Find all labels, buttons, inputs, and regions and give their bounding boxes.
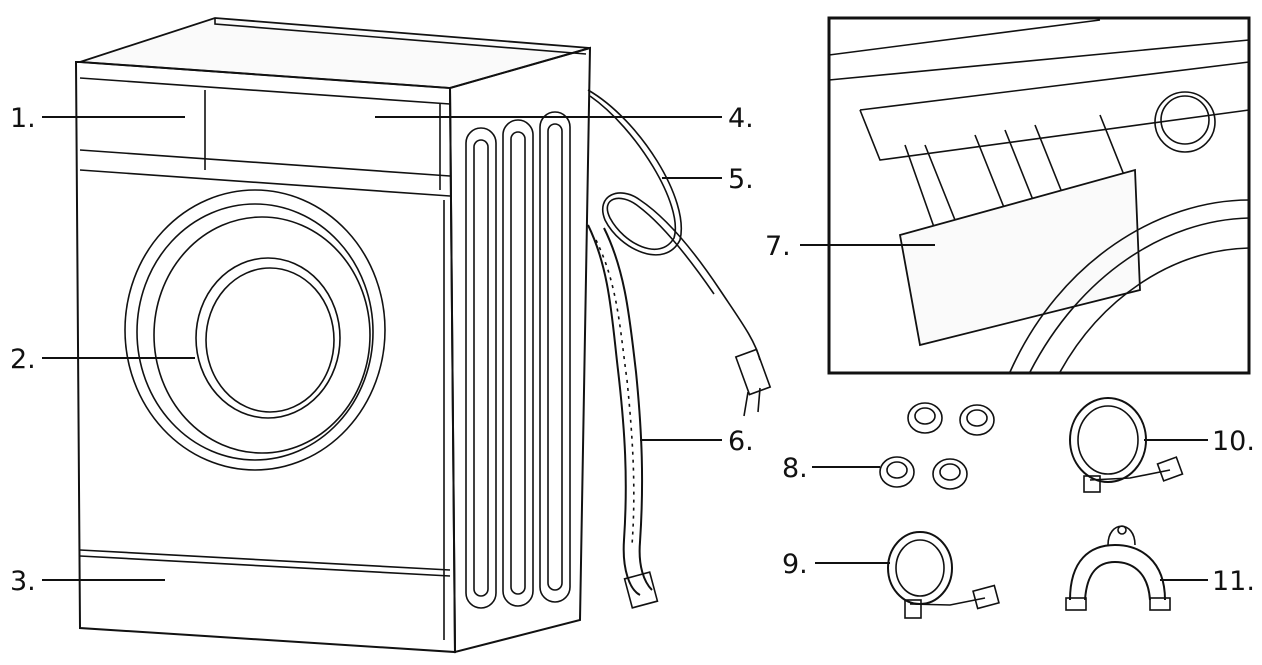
side-ribs bbox=[465, 111, 571, 609]
callout-5: 5. bbox=[728, 164, 754, 195]
callout-1: 1. bbox=[10, 103, 36, 134]
callout-10: 10. bbox=[1212, 426, 1255, 457]
callout-11: 11. bbox=[1212, 566, 1255, 597]
washing-machine bbox=[74, 17, 592, 654]
leader-lines bbox=[42, 116, 1208, 581]
callout-6: 6. bbox=[728, 426, 754, 457]
callout-4: 4. bbox=[728, 103, 754, 134]
inlet-hose-coiled bbox=[1069, 397, 1184, 493]
power-cord bbox=[587, 89, 772, 417]
hose-bracket bbox=[1065, 525, 1171, 611]
detergent-drawer-inset bbox=[827, 16, 1251, 375]
drain-hose bbox=[587, 224, 659, 609]
inlet-hose-coiled-2 bbox=[887, 531, 1000, 619]
transit-caps bbox=[879, 402, 995, 490]
callout-7: 7. bbox=[765, 231, 791, 262]
callout-9: 9. bbox=[782, 549, 808, 580]
callout-8: 8. bbox=[782, 453, 808, 484]
callout-2: 2. bbox=[10, 344, 36, 375]
door bbox=[124, 189, 386, 471]
callout-3: 3. bbox=[10, 566, 36, 597]
